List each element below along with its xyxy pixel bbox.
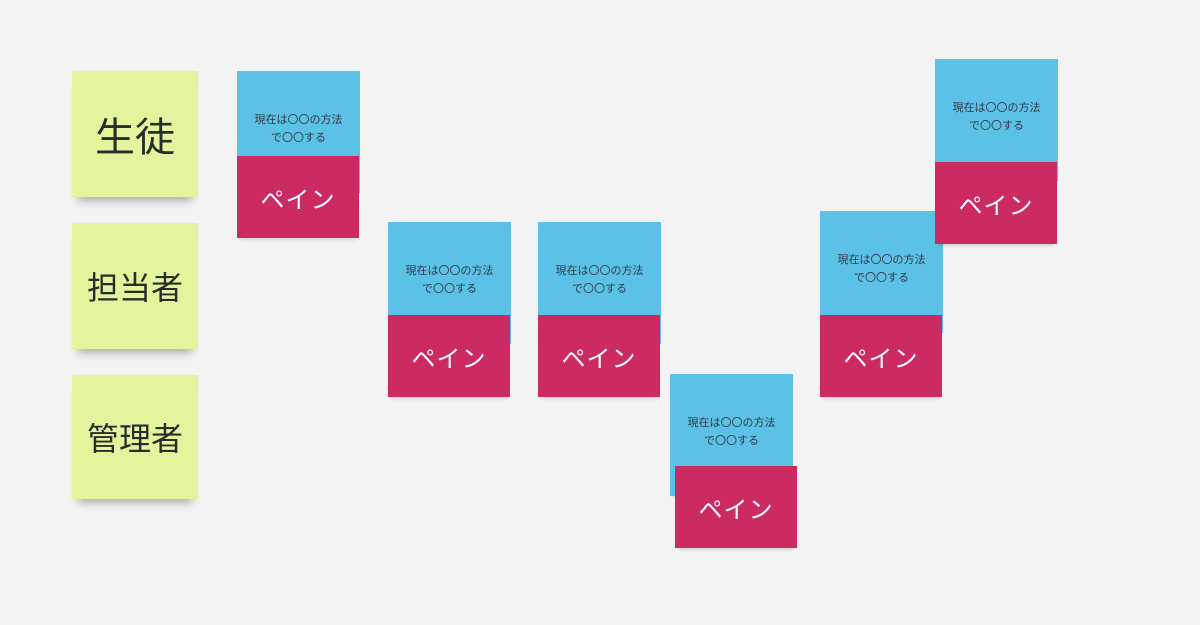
pain-label: ペイン — [411, 344, 487, 373]
note-text-line: 現在は〇〇の方法 — [687, 416, 776, 429]
note-text-line: 現在は〇〇の方法 — [952, 101, 1041, 114]
pain-label: ペイン — [698, 495, 774, 524]
lane-note-manager[interactable]: 管理者 — [72, 375, 198, 499]
pain-note[interactable]: ペイン — [538, 315, 660, 397]
pain-label: ペイン — [561, 344, 637, 373]
lane-label: 担当者 — [86, 269, 183, 307]
note-text-line: で〇〇する — [422, 282, 477, 295]
note-text-line: 現在は〇〇の方法 — [837, 253, 926, 266]
note-text-line: 現在は〇〇の方法 — [254, 113, 343, 126]
note-text-line: 現在は〇〇の方法 — [405, 264, 494, 277]
lane-note-staff[interactable]: 担当者 — [72, 223, 198, 349]
current-method-note[interactable]: 現在は〇〇の方法 で〇〇する — [820, 211, 943, 333]
note-text-line: で〇〇する — [271, 131, 326, 144]
pain-note[interactable]: ペイン — [388, 315, 510, 397]
pain-note[interactable]: ペイン — [237, 156, 359, 238]
pain-note[interactable]: ペイン — [935, 162, 1057, 244]
note-text-line: で〇〇する — [854, 271, 909, 284]
pain-label: ペイン — [843, 344, 919, 373]
current-method-note[interactable]: 現在は〇〇の方法 で〇〇する — [935, 59, 1058, 181]
lane-label: 生徒 — [95, 115, 175, 161]
pain-label: ペイン — [260, 185, 336, 214]
lane-label: 管理者 — [86, 420, 183, 458]
pain-label: ペイン — [958, 191, 1034, 220]
pain-note[interactable]: ペイン — [675, 466, 797, 548]
note-text-line: 現在は〇〇の方法 — [555, 264, 644, 277]
note-text-line: で〇〇する — [704, 434, 759, 447]
note-text-line: で〇〇する — [969, 119, 1024, 132]
lane-note-student[interactable]: 生徒 — [72, 71, 198, 197]
pain-note[interactable]: ペイン — [820, 315, 942, 397]
note-text-line: で〇〇する — [572, 282, 627, 295]
